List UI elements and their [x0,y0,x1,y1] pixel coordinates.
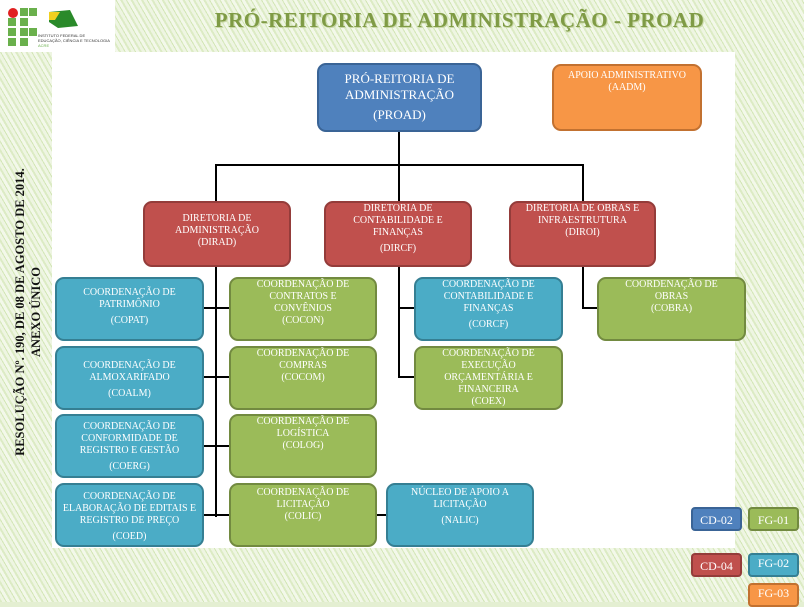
svg-text:EDUCAÇÃO, CIÊNCIA E TECNOLOGIA: EDUCAÇÃO, CIÊNCIA E TECNOLOGIA [38,38,110,43]
unit-code: (NALIC) [441,515,479,526]
unit-code: (COALM) [108,388,151,399]
resolution-text: RESOLUÇÃO Nº. 190, DE 08 DE AGOSTO DE 20… [12,152,52,472]
svg-text:INSTITUTO FEDERAL DE: INSTITUTO FEDERAL DE [38,33,85,38]
unit-code: (COLOG) [282,440,324,451]
unit-name: DIRETORIA DE OBRAS E INFRAESTRUTURA [525,203,640,226]
connector [398,376,414,378]
unit-name: NÚCLEO DE APOIO A LICITAÇÃO [410,487,510,510]
unit-coerg[interactable]: COORDENAÇÃO DE CONFORMIDADE DE REGISTRO … [55,414,204,478]
unit-coex[interactable]: COORDENAÇÃO DE EXECUÇÃO ORÇAMENTÁRIA E F… [414,346,563,410]
unit-name: COORDENAÇÃO DE LICITAÇÃO [256,487,350,510]
unit-name: COORDENAÇÃO DE ALMOXARIFADO [83,360,176,383]
unit-name: DIRETORIA DE CONTABILIDADE E FINANÇAS [353,203,443,238]
connector [398,164,400,201]
unit-name: COORDENAÇÃO DE PATRIMÔNIO [83,287,176,310]
unit-name: COORDENAÇÃO DE CONTRATOS E CONVÊNIOS [256,279,350,314]
unit-cocom[interactable]: COORDENAÇÃO DE COMPRAS(COCOM) [229,346,377,410]
connector [398,307,414,309]
connector [398,267,400,378]
connector [215,164,217,201]
unit-code: (AADM) [608,82,646,93]
legend-cd-02: CD-02 [691,507,742,531]
connector [204,376,229,378]
unit-coalm[interactable]: COORDENAÇÃO DE ALMOXARIFADO (COALM) [55,346,204,410]
unit-proad[interactable]: PRÓ-REITORIA DE ADMINISTRAÇÃO (PROAD) [317,63,482,132]
legend-fg-02: FG-02 [748,553,799,577]
unit-name: COORDENAÇÃO DE ELABORAÇÃO DE EDITAIS E R… [62,491,197,526]
unit-dircf[interactable]: DIRETORIA DE CONTABILIDADE E FINANÇAS (DI… [324,201,472,267]
unit-code: (DIRAD) [197,237,237,248]
unit-cocon[interactable]: COORDENAÇÃO DE CONTRATOS E CONVÊNIOS(COC… [229,277,377,341]
unit-colog[interactable]: COORDENAÇÃO DE LOGÍSTICA(COLOG) [229,414,377,478]
unit-code: (COBRA) [650,303,693,314]
unit-name: COORDENAÇÃO DE COMPRAS [256,348,350,371]
institution-logo: INSTITUTO FEDERAL DE EDUCAÇÃO, CIÊNCIA E… [0,0,115,52]
unit-coed[interactable]: COORDENAÇÃO DE ELABORAÇÃO DE EDITAIS E R… [55,483,204,547]
unit-name: PRÓ-REITORIA DE ADMINISTRAÇÃO [344,71,455,102]
connector [377,514,386,516]
connector [582,164,584,201]
legend-fg-03: FG-03 [748,583,799,607]
unit-name: COORDENAÇÃO DE LOGÍSTICA [256,416,350,439]
resolution-line: RESOLUÇÃO Nº. 190, DE 08 DE AGOSTO DE 20… [13,168,27,456]
unit-copat[interactable]: COORDENAÇÃO DE PATRIMÔNIO (COPAT) [55,277,204,341]
unit-code: (COLIC) [284,511,322,522]
connector [204,307,229,309]
unit-code: (COCON) [282,315,324,326]
unit-code: (DIRCF) [379,243,417,254]
connector [204,445,229,447]
unit-code: (COPAT) [110,315,149,326]
legend-cd-04: CD-04 [691,553,742,577]
unit-name: DIRETORIA DE ADMINISTRAÇÃO [175,213,259,236]
unit-colic[interactable]: COORDENAÇÃO DE LICITAÇÃO(COLIC) [229,483,377,547]
page-title: PRÓ-REITORIA DE ADMINISTRAÇÃO - PROAD [214,8,705,32]
svg-text:ACRE: ACRE [38,43,49,48]
unit-name: COORDENAÇÃO DE CONFORMIDADE DE REGISTRO … [79,421,180,456]
unit-code: (CORCF) [468,319,509,330]
unit-cobra[interactable]: COORDENAÇÃO DE OBRAS(COBRA) [597,277,746,341]
unit-aadm[interactable]: APOIO ADMINISTRATIVO(AADM) [552,64,702,131]
annex-line: ANEXO ÚNICO [29,267,43,357]
connector [582,307,597,309]
unit-name: COORDENAÇÃO DE CONTABILIDADE E FINANÇAS [442,279,535,314]
unit-code: (COED) [112,531,147,542]
unit-dirad[interactable]: DIRETORIA DE ADMINISTRAÇÃO(DIRAD) [143,201,291,267]
unit-code: (COEX) [471,396,506,407]
unit-nalic[interactable]: NÚCLEO DE APOIO A LICITAÇÃO (NALIC) [386,483,534,547]
unit-code: (DIROI) [565,227,600,238]
connector [204,514,229,516]
unit-code: (PROAD) [373,107,426,122]
connector [398,132,400,165]
connector [215,267,217,517]
unit-code: (COERG) [109,461,150,472]
unit-name: APOIO ADMINISTRATIVO [567,70,687,81]
legend-fg-01: FG-01 [748,507,799,531]
unit-name: COORDENAÇÃO DE OBRAS [625,279,718,302]
connector [582,267,584,309]
unit-corcf[interactable]: COORDENAÇÃO DE CONTABILIDADE E FINANÇAS (… [414,277,563,341]
unit-name: COORDENAÇÃO DE EXECUÇÃO ORÇAMENTÁRIA E F… [442,348,535,395]
unit-code: (COCOM) [281,372,325,383]
unit-diroi[interactable]: DIRETORIA DE OBRAS E INFRAESTRUTURA(DIRO… [509,201,656,267]
